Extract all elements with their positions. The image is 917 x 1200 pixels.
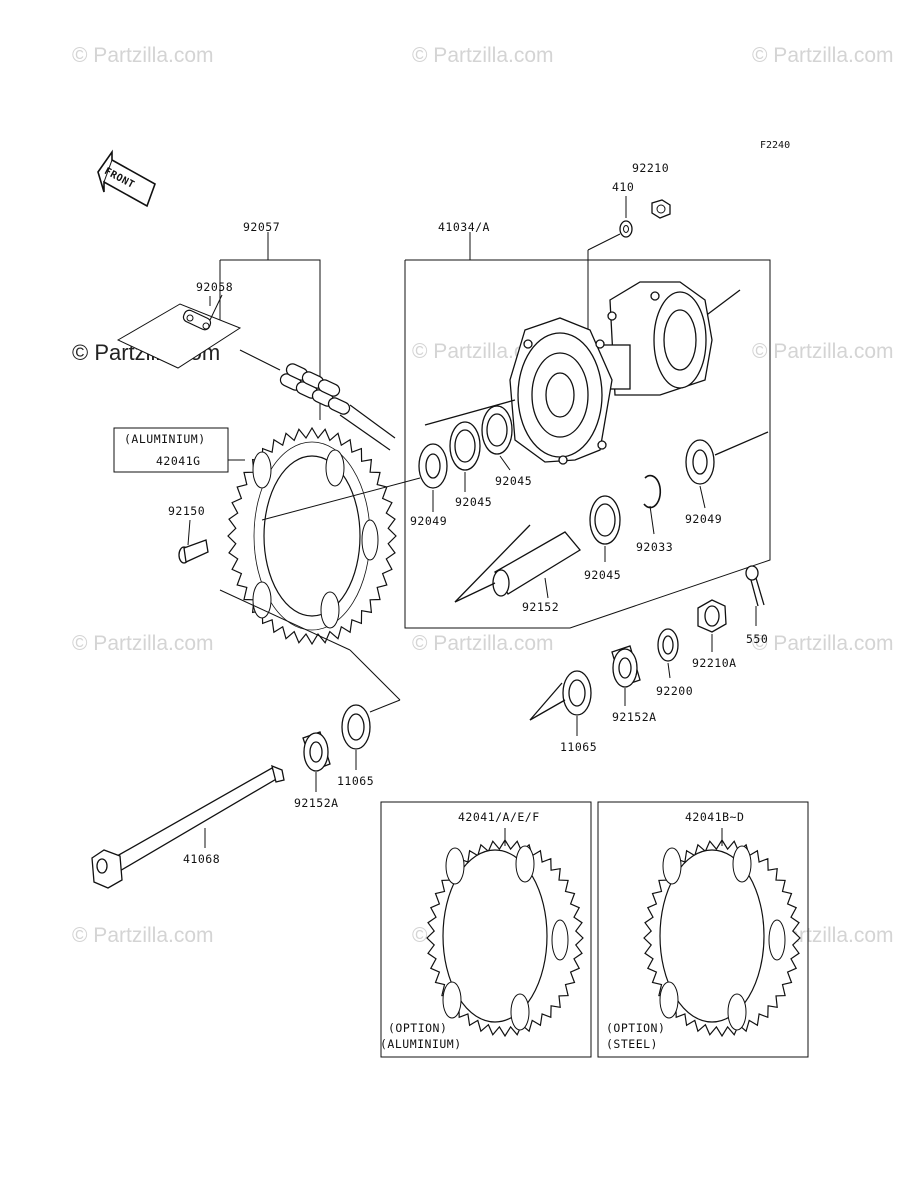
rear-hub <box>424 281 741 465</box>
watermark: © Partzilla.com <box>72 632 214 655</box>
option-steel-label: (OPTION) <box>606 1021 666 1035</box>
seal-11065-right-icon <box>529 670 592 721</box>
part-label-92150: 92150 <box>168 504 206 518</box>
spacer-92152-icon <box>454 524 581 603</box>
option-aluminium-label: (OPTION) <box>388 1021 448 1035</box>
part-label-92152A-right: 92152A <box>612 710 657 724</box>
part-label-42041AEF: 42041/A/E/F <box>458 810 540 824</box>
part-label-42041BD: 42041B~D <box>685 810 745 824</box>
watermark: © Partzilla.com <box>752 44 894 67</box>
sprocket-42041G <box>227 426 421 646</box>
part-label-92152A-left: 92152A <box>294 796 339 810</box>
axle-41068-icon <box>91 764 285 889</box>
part-label-92058: 92058 <box>196 280 234 294</box>
part-label-11065-right: 11065 <box>560 740 598 754</box>
part-label-92045-b: 92045 <box>495 474 533 488</box>
part-label-92210: 92210 <box>632 161 670 175</box>
part-label-92057: 92057 <box>243 220 281 234</box>
part-label-92200: 92200 <box>656 684 694 698</box>
bearing-92045-c-icon <box>589 495 621 545</box>
bearing-92045-a-icon <box>449 421 481 471</box>
part-label-41034A: 41034/A <box>438 220 490 234</box>
option-aluminium-material: (ALUMINIUM) <box>380 1037 462 1051</box>
circlip-92033-icon <box>643 474 662 509</box>
axle-nut-92210A-icon <box>697 599 727 633</box>
bearing-92045-b-icon <box>481 405 513 455</box>
part-label-92152: 92152 <box>522 600 560 614</box>
bolt-92150-icon <box>178 539 209 564</box>
oil-seal-92049-left-icon <box>418 443 448 489</box>
front-arrow-icon <box>97 149 156 208</box>
collar-92152A-left-icon <box>302 731 331 772</box>
sprocket-42041BD <box>643 828 801 1038</box>
collar-92152A-right-icon <box>611 645 641 688</box>
watermark: © Partzilla.com <box>72 44 214 67</box>
part-label-92210A: 92210A <box>692 656 737 670</box>
washer-92200-icon <box>657 628 679 662</box>
part-label-92049-right: 92049 <box>685 512 723 526</box>
part-label-92045-a: 92045 <box>455 495 493 509</box>
watermark: © Partzilla.com <box>412 44 554 67</box>
washer-410-icon <box>587 220 633 330</box>
seal-11065-left-icon <box>341 704 371 750</box>
drive-chain <box>239 349 396 451</box>
part-label-42041G: 42041G <box>156 454 201 468</box>
watermark: © Partzilla.com <box>752 632 894 655</box>
watermark: © Partzilla.com <box>752 340 894 363</box>
part-label-92045-c: 92045 <box>584 568 622 582</box>
part-label-92033: 92033 <box>636 540 674 554</box>
cotter-pin-550-icon <box>745 565 765 607</box>
part-label-92049-left: 92049 <box>410 514 448 528</box>
nut-92210-icon <box>651 199 671 219</box>
figure-ref-label: F2240 <box>760 140 791 151</box>
watermark: © Partzilla.com <box>412 632 554 655</box>
part-label-41068: 41068 <box>183 852 221 866</box>
part-label-550: 550 <box>746 632 769 646</box>
part-label-410: 410 <box>612 180 635 194</box>
watermark: © Partzilla.com <box>72 924 214 947</box>
part-label-11065-left: 11065 <box>337 774 375 788</box>
option-steel-material: (STEEL) <box>606 1037 658 1051</box>
oil-seal-92049-right-icon <box>685 431 769 485</box>
master-link-icon <box>116 296 242 369</box>
aluminium-tag-label: (ALUMINIUM) <box>124 432 206 446</box>
sprocket-42041AEF <box>426 828 584 1038</box>
